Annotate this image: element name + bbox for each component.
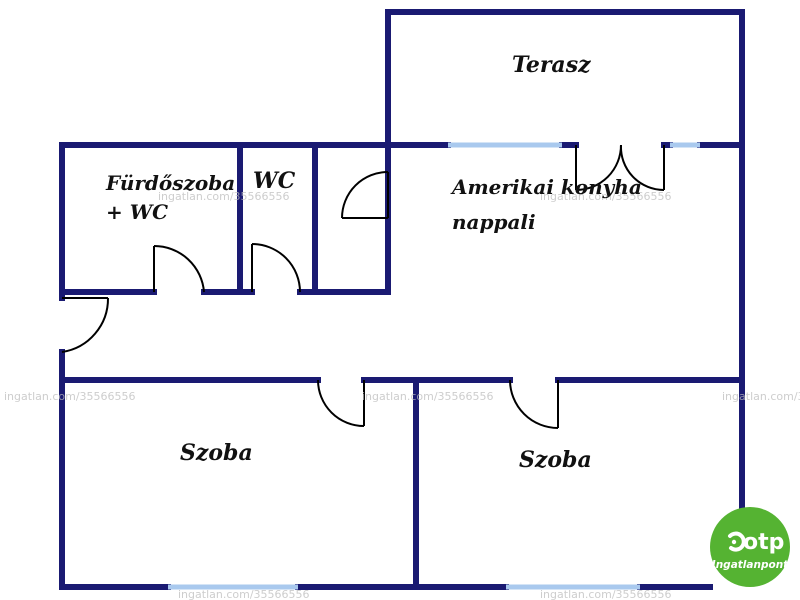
watermark: ingatlan.com/35566556 <box>158 190 290 203</box>
room-label-kitchen: Amerikai konyha <box>450 175 642 199</box>
door-bathroom-swing <box>153 244 205 293</box>
watermarks: ingatlan.com/35566556 ingatlan.com/35566… <box>4 190 800 600</box>
room-label-living: nappali <box>452 210 536 234</box>
room-label-bathroom-wc: + WC <box>106 200 168 224</box>
doors <box>61 144 665 429</box>
door-room-left-swing <box>317 379 365 427</box>
logo-circle <box>710 507 790 587</box>
room-label-bedroom-right: Szoba <box>519 447 592 473</box>
logo-mark-icon <box>728 531 746 552</box>
watermark: ingatlan.com/35566556 <box>4 390 136 403</box>
door-terrace-right-swing <box>619 144 665 192</box>
logo-brand: otp <box>743 530 784 555</box>
watermark: ingatlan.com/35566556 <box>178 588 310 600</box>
watermark: ingatlan.com/35566556 <box>362 390 494 403</box>
door-closet-swing <box>341 171 389 219</box>
walls <box>59 9 745 590</box>
room-label-terrace: Terasz <box>512 52 591 78</box>
watermark: ingatlan.com/35566556 <box>540 190 672 203</box>
room-label-bedroom-left: Szoba <box>180 440 253 466</box>
logo-subtitle: Ingatlanpont <box>712 559 789 571</box>
door-room-right-swing <box>509 379 559 429</box>
room-label-bathroom: Fürdőszoba <box>105 171 235 195</box>
watermark: ingatlan.com/35566556 <box>722 390 800 403</box>
door-terrace-left-swing <box>575 144 622 191</box>
room-label-wc: WC <box>253 168 296 194</box>
otp-ingatlanpont-logo: otp Ingatlanpont <box>710 507 790 587</box>
watermark: ingatlan.com/35566556 <box>540 588 672 600</box>
door-entrance-swing <box>61 297 110 353</box>
windows <box>168 142 700 590</box>
door-wc-swing <box>251 243 301 293</box>
room-labels: Terasz Fürdőszoba + WC WC Amerikai konyh… <box>105 52 642 473</box>
